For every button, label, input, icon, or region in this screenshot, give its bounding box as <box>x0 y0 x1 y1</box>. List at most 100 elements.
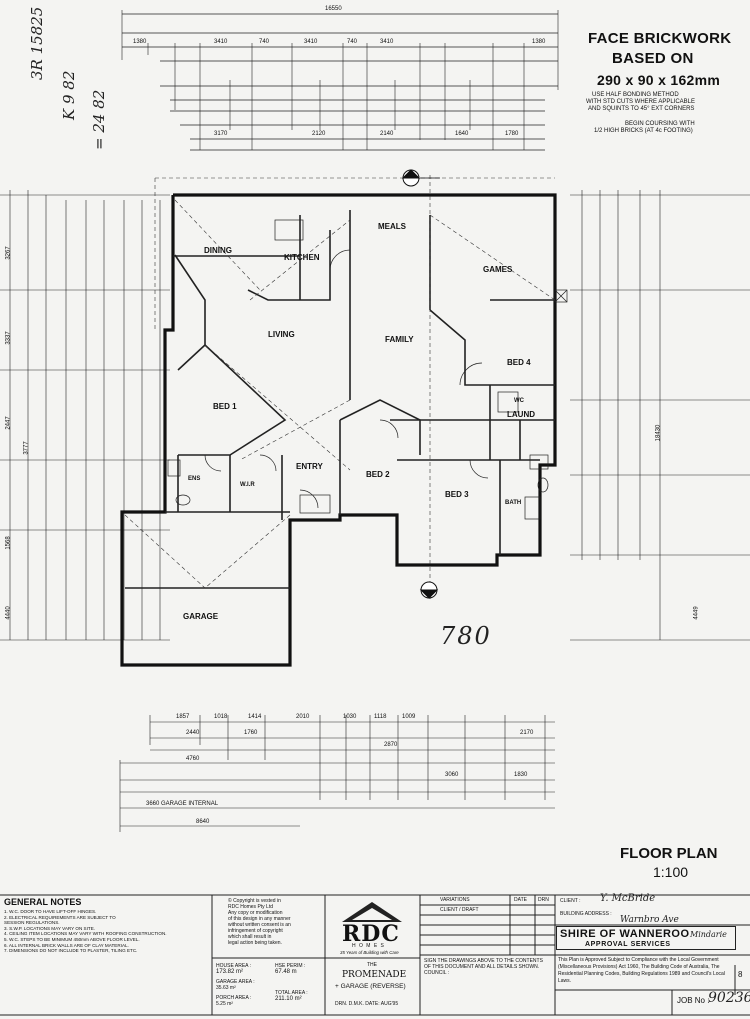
copyright-line: without written consent is an <box>228 922 291 928</box>
perimeter-label: HSE PERIM : <box>275 963 306 969</box>
signoff-line-1: SIGN THE DRAWINGS ABOVE TO THE CONTENTS <box>424 958 543 964</box>
dim-bot2-3: 2870 <box>384 742 398 748</box>
room-family: FAMILY <box>385 335 414 344</box>
client-name-hand: Y. McBride <box>600 893 656 904</box>
dim-bot3-1: 4760 <box>186 756 200 762</box>
room-kitchen: KITCHEN <box>284 253 320 262</box>
room-meals: MEALS <box>378 222 406 231</box>
room-living: LIVING <box>268 330 295 339</box>
section-marker-bottom <box>419 581 439 599</box>
dim-top2-4: 1640 <box>455 131 469 137</box>
dim-right-1: 18430 <box>655 424 662 442</box>
dim-bot-6: 1118 <box>374 714 387 720</box>
general-note: 1. W.C. DOOR TO HAVE LIFT-OFF HINGES. <box>4 909 97 914</box>
rdc-tagline: 35 Years of Building with Care <box>340 950 399 955</box>
general-note: 4. CEILING ITEM LOCATIONS MAY VARY WITH … <box>4 931 167 937</box>
rdc-logo-sub: H O M E S <box>352 943 385 949</box>
dim-bot2-4: 2170 <box>520 730 534 736</box>
left-dimension-lines <box>0 190 170 641</box>
dim-top-7: 1380 <box>532 39 546 45</box>
dim-top-4: 3410 <box>304 39 318 45</box>
room-dining: DINING <box>204 246 232 255</box>
room-bed4: BED 4 <box>507 358 531 367</box>
porch-area-label: PORCH AREA : <box>216 995 252 1001</box>
signoff-line-2: OF THIS DOCUMENT AND ALL DETAILS SHOWN. <box>424 964 540 970</box>
dim-bot2-1: 2440 <box>186 730 200 736</box>
plan-title: FLOOR PLAN <box>620 845 718 862</box>
garage-area-label: GARAGE AREA : <box>216 979 255 985</box>
drafter-line: DRN. D.M.K. DATE: AUG'95 <box>335 1001 399 1007</box>
plan-scale: 1:100 <box>653 864 689 880</box>
variations-header: VARIATIONS <box>440 897 470 903</box>
dim-garage-internal: 3660 GARAGE INTERNAL <box>146 801 219 807</box>
council-label: COUNCIL : <box>424 970 450 976</box>
general-notes-list: 1. W.C. DOOR TO HAVE LIFT-OFF HINGES. 2.… <box>4 909 209 954</box>
variations-col-draft: DRN <box>538 897 549 903</box>
top-dimension-lines <box>121 10 559 151</box>
copyright-line: infringement of copyright <box>228 928 283 934</box>
model-name: PROMENADE <box>342 970 407 980</box>
general-note: 3. S.W.P. LOCATIONS MAY VARY ON SITE. <box>4 925 96 931</box>
handwritten-area: 780 <box>440 622 492 650</box>
dim-top-1: 1380 <box>133 39 147 45</box>
dim-bot-1: 1857 <box>176 714 190 720</box>
right-dimension-lines <box>570 190 750 641</box>
room-wir: W.I.R <box>240 482 255 488</box>
dim-left-1: 3267 <box>5 246 12 260</box>
room-garage: GARAGE <box>183 612 219 621</box>
dim-left-5: 1568 <box>5 536 12 550</box>
dim-left-6: 4440 <box>5 606 12 620</box>
dim-bot-7: 1009 <box>402 714 416 720</box>
stamp-shire: SHIRE OF WANNEROO <box>560 928 690 940</box>
general-note: 2. ELECTRICAL REQUIREMENTS ARE SUBJECT T… <box>4 914 116 920</box>
dim-top2-3: 2140 <box>380 131 394 137</box>
house-area-label: HOUSE AREA : <box>216 963 252 969</box>
handwritten-dim-3: = 24 82 <box>90 89 108 150</box>
room-wc: WC <box>514 398 524 404</box>
brick-title-line1: FACE BRICKWORK <box>588 30 732 47</box>
room-bed2: BED 2 <box>366 470 390 479</box>
internal-walls <box>125 210 555 589</box>
copyright-line: legal action being taken. <box>228 940 282 946</box>
copyright-line: of this design in any manner <box>228 916 291 922</box>
dim-top-6: 3410 <box>380 39 394 45</box>
bonding-note-2: WITH STD CUTS WHERE APPLICABLE <box>586 99 696 105</box>
brick-size: 290 x 90 x 162mm <box>597 72 721 88</box>
general-note: 5. W.C. STEPS TO BE MINIMUM 450mm ABOVE … <box>4 936 140 942</box>
brick-title-line2: BASED ON <box>612 50 694 67</box>
job-label: JOB No : <box>677 996 710 1005</box>
total-area-label: TOTAL AREA : <box>275 990 308 996</box>
room-bed1: BED 1 <box>213 402 237 411</box>
dim-left-4: 3777 <box>23 441 30 455</box>
title-block-lines <box>0 894 750 1016</box>
general-note: 6. ALL INTERNAL BRICK WALLS ARE OF CLAY … <box>4 942 129 948</box>
dim-top2-2: 2120 <box>312 131 326 137</box>
stamp-approval: APPROVAL SERVICES <box>585 941 671 948</box>
address-hand: Warnbro Ave <box>620 915 679 925</box>
house-area-value: 173.82 m² <box>216 969 244 975</box>
dim-bot3-3: 1830 <box>514 772 528 778</box>
model-prefix: THE <box>367 962 377 968</box>
dim-right-2: 4449 <box>693 606 700 620</box>
room-games: GAMES <box>483 265 513 274</box>
perimeter-value: 67.48 m <box>275 969 297 975</box>
room-bath: BATH <box>505 500 522 506</box>
variations-col-date: DATE <box>514 897 527 903</box>
ceiling-dashed-lines <box>124 175 556 600</box>
fixtures <box>167 219 568 520</box>
client-label: CLIENT : <box>560 898 581 904</box>
model-variant: + GARAGE (REVERSE) <box>335 983 406 990</box>
dim-top-2: 3410 <box>214 39 228 45</box>
copyright-line: RDC Homes Pty Ltd <box>228 904 274 910</box>
room-entry: ENTRY <box>296 462 323 471</box>
rdc-logo-mark <box>342 902 402 922</box>
dim-bot-2: 1018 <box>214 714 228 720</box>
stamp-suburb-hand: Mindarie <box>690 930 727 939</box>
handwritten-dim-2: K 9 82 <box>60 70 78 120</box>
dim-top2-5: 1780 <box>505 131 519 137</box>
copyright-line: © Copyright is vested in <box>228 898 281 904</box>
room-laund: LAUND <box>507 410 535 419</box>
general-note: 7. DIMENSIONS DO NOT INCLUDE TO PLASTER,… <box>4 948 138 954</box>
